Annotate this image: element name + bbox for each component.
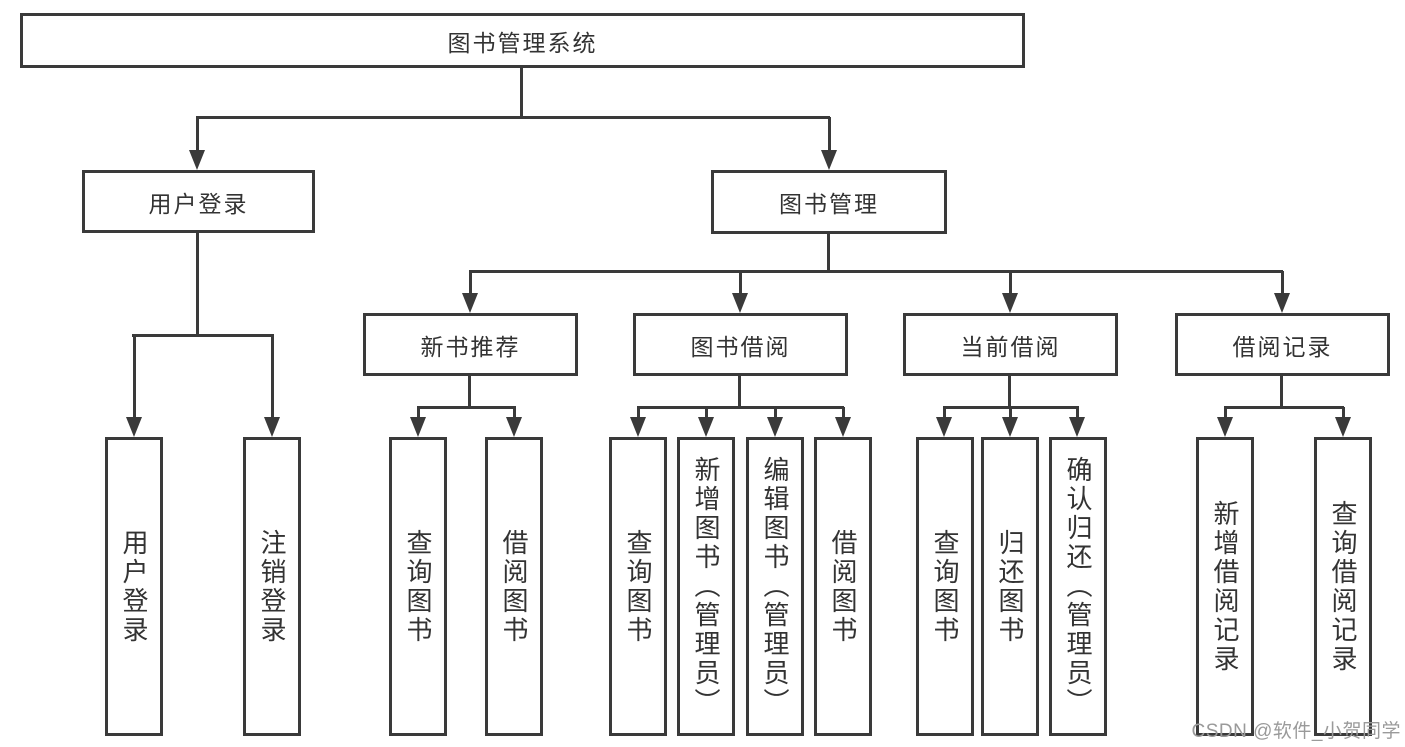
node-book-borrowing: 图书借阅 <box>633 313 848 376</box>
node-label: 当前借阅 <box>960 333 1061 360</box>
node-label: 借阅记录 <box>1232 333 1333 360</box>
connector-line <box>828 117 831 154</box>
arrow-down-icon <box>767 417 783 437</box>
arrow-down-icon <box>1069 417 1085 437</box>
node-current-borrowing: 当前借阅 <box>903 313 1118 376</box>
node-label: 图书管理系统 <box>447 29 598 56</box>
csdn-watermark: CSDN @软件_小贺同学 <box>1191 721 1401 742</box>
connector-line <box>196 116 830 119</box>
leaf-add-book-admin: 新增图书（管理员） <box>677 437 735 736</box>
node-book-management: 图书管理 <box>711 170 947 234</box>
arrow-down-icon <box>1335 417 1351 437</box>
connector-line <box>1280 376 1283 407</box>
node-label: 新书推荐 <box>420 333 521 360</box>
arrow-down-icon <box>1002 293 1018 313</box>
leaf-borrow-books-borrowing: 借阅图书 <box>814 437 872 736</box>
leaf-confirm-return-admin: 确认归还（管理员） <box>1049 437 1107 736</box>
connector-line <box>469 271 472 297</box>
leaf-edit-book-admin: 编辑图书（管理员） <box>746 437 804 736</box>
connector-line <box>637 406 844 409</box>
arrow-down-icon <box>126 417 142 437</box>
connector-line <box>705 407 708 421</box>
connector-line <box>1224 407 1227 421</box>
connector-line <box>271 335 274 421</box>
connector-line <box>842 407 845 421</box>
connector-line <box>1281 271 1284 297</box>
connector-line <box>133 335 136 421</box>
connector-line <box>513 407 516 421</box>
arrow-down-icon <box>698 417 714 437</box>
connector-line <box>1009 271 1012 297</box>
connector-line <box>520 68 523 117</box>
connector-line <box>1009 407 1012 421</box>
connector-line <box>827 234 830 271</box>
arrow-down-icon <box>1217 417 1233 437</box>
leaf-return-books: 归还图书 <box>981 437 1039 736</box>
connector-line <box>637 407 640 421</box>
node-user-login: 用户登录 <box>82 170 315 233</box>
connector-line <box>1342 407 1345 421</box>
arrow-down-icon <box>936 417 952 437</box>
connector-line <box>1076 407 1079 421</box>
connector-line <box>469 270 1283 273</box>
arrow-down-icon <box>821 150 837 170</box>
arrow-down-icon <box>835 417 851 437</box>
connector-line <box>738 376 741 407</box>
arrow-down-icon <box>732 293 748 313</box>
arrow-down-icon <box>189 150 205 170</box>
node-borrowing-records: 借阅记录 <box>1175 313 1390 376</box>
connector-line <box>1008 376 1011 407</box>
arrow-down-icon <box>410 417 426 437</box>
node-label: 图书借阅 <box>690 333 791 360</box>
connector-line <box>468 376 471 407</box>
leaf-query-borrow-record: 查询借阅记录 <box>1314 437 1372 736</box>
arrow-down-icon <box>1002 417 1018 437</box>
connector-line <box>132 334 274 337</box>
leaf-borrow-books-recommend: 借阅图书 <box>485 437 543 736</box>
arrow-down-icon <box>630 417 646 437</box>
node-label: 图书管理 <box>779 191 879 217</box>
leaf-user-login: 用户登录 <box>105 437 163 736</box>
leaf-add-borrow-record: 新增借阅记录 <box>1196 437 1254 736</box>
connector-line <box>774 407 777 421</box>
leaf-query-books-recommend: 查询图书 <box>389 437 447 736</box>
leaf-query-books-current: 查询图书 <box>916 437 974 736</box>
node-label: 用户登录 <box>148 190 249 217</box>
node-book-management-system: 图书管理系统 <box>20 13 1025 68</box>
arrow-down-icon <box>506 417 522 437</box>
leaf-logout: 注销登录 <box>243 437 301 736</box>
connector-line <box>196 233 199 335</box>
node-new-book-recommendation: 新书推荐 <box>363 313 578 376</box>
leaf-query-books-borrowing: 查询图书 <box>609 437 667 736</box>
arrow-down-icon <box>264 417 280 437</box>
connector-line <box>417 406 516 409</box>
connector-line <box>739 271 742 297</box>
arrow-down-icon <box>1274 293 1290 313</box>
connector-line <box>417 407 420 421</box>
arrow-down-icon <box>462 293 478 313</box>
connector-line <box>196 117 199 154</box>
connector-line <box>1224 406 1344 409</box>
connector-line <box>943 407 946 421</box>
